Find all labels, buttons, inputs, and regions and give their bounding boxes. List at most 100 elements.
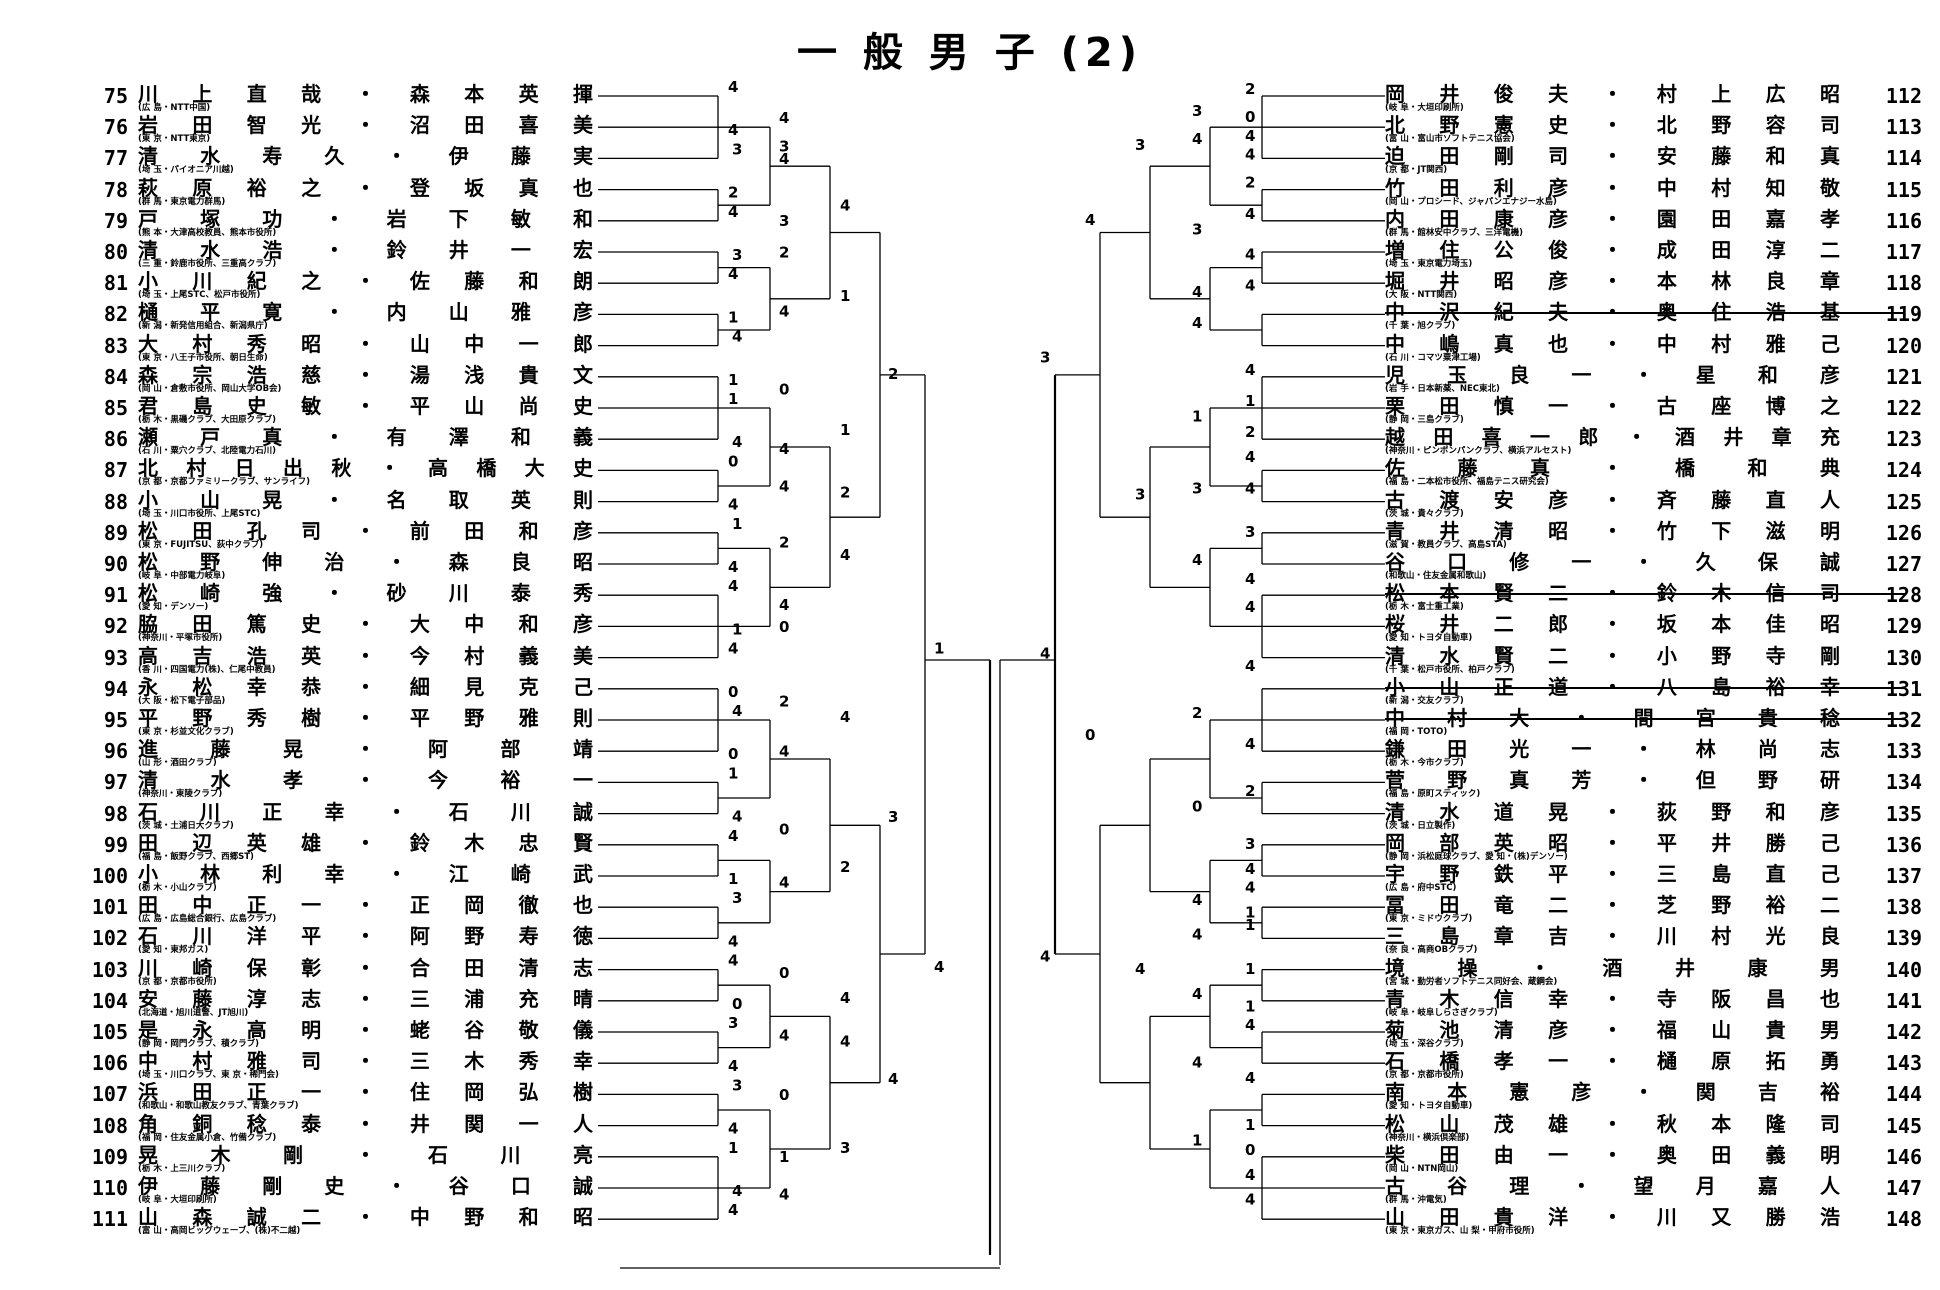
entry-number: 88: [103, 489, 128, 514]
entry-score: 3: [732, 246, 742, 264]
entry-names: 岡部英昭・平井勝己: [1385, 830, 1840, 855]
entry-number: 125: [1885, 489, 1922, 514]
entry-number: 128: [1885, 583, 1922, 608]
entry-names: 松野伸治・森良昭: [138, 550, 593, 574]
round-score: 4: [1245, 1191, 1255, 1209]
round-score: 4: [1245, 277, 1255, 295]
entry-number: 121: [1885, 364, 1922, 389]
round-score: 1: [934, 640, 944, 658]
withdrawn-strike-line: [1385, 718, 1905, 720]
entry-names: 高吉浩英・今村義美: [138, 643, 593, 668]
entry-affiliation: (千 葉・松戸市役所、柏戸クラブ): [1385, 664, 1515, 675]
round-score: 3: [840, 1139, 850, 1157]
entry-score: 4: [728, 265, 738, 283]
round-score: 0: [1245, 108, 1255, 126]
entry-affiliation: (愛 知・トヨタ自動車): [1385, 633, 1473, 644]
entry-score: 4: [728, 78, 738, 96]
entry-number: 85: [103, 396, 128, 420]
round-score: 4: [779, 874, 789, 892]
entry-number: 126: [1885, 520, 1922, 545]
entry-affiliation: (滋 賀・教員クラブ、高島STA): [1385, 539, 1507, 550]
entry-number: 80: [103, 240, 128, 264]
round-score: 4: [1245, 879, 1255, 897]
entry-number: 109: [91, 1144, 128, 1169]
entry-number: 99: [103, 832, 128, 857]
entry-number: 131: [1885, 676, 1922, 701]
entry-number: 104: [91, 988, 128, 1013]
entry-names: 岡井俊夫・村上広昭: [1385, 82, 1840, 106]
round-score: 1: [840, 421, 850, 439]
entry-number: 133: [1885, 739, 1922, 764]
round-score: 4: [779, 743, 789, 761]
entry-affiliation: (東 京・ミドウクラブ): [1385, 914, 1473, 925]
entry-number: 76: [103, 115, 128, 140]
entry-number: 140: [1885, 957, 1922, 982]
entry-affiliation: (群 馬・館林安中クラブ、三洋電機): [1385, 227, 1523, 238]
entry-affiliation: (埼 玉・川口クラブ、東 京・稀門会): [138, 1070, 279, 1081]
round-score: 4: [779, 596, 789, 614]
entry-names: 石川洋平・阿野寿徳: [138, 924, 593, 949]
entry-affiliation: (神奈川・平塚市役所): [138, 633, 223, 644]
round-score: 4: [1192, 891, 1202, 909]
entry-affiliation: (群 馬・沖電気): [1385, 1195, 1447, 1205]
entry-number: 89: [103, 520, 128, 545]
entry-names: 内田康彦・園田嘉孝: [1385, 206, 1840, 231]
round-score: 4: [1245, 479, 1255, 497]
entry-number: 75: [103, 84, 128, 108]
entry-score: 4: [728, 1120, 738, 1138]
entry-number: 118: [1885, 271, 1922, 296]
entry-names: 平野秀樹・平野雅則: [138, 706, 593, 730]
entry-names: 戸塚功・岩下敏和: [138, 206, 593, 231]
round-score: 4: [1192, 283, 1202, 301]
entry-affiliation: (愛 知・東邦ガス): [138, 945, 209, 956]
entry-affiliation: (静 岡・三島クラブ): [1385, 415, 1464, 425]
entry-number: 91: [103, 583, 128, 608]
round-score: 2: [779, 243, 789, 261]
entry-affiliation: (福 岡・住友金属小倉、竹備クラブ): [138, 1132, 277, 1143]
round-score: 3: [779, 212, 789, 230]
entry-names: 清水孝・今裕一: [138, 768, 593, 793]
entry-affiliation: (東 京・NTT東京): [138, 134, 211, 145]
round-score: 1: [1245, 392, 1255, 410]
round-score: 4: [779, 303, 789, 321]
entry-score: 3: [732, 889, 742, 907]
round-score: 2: [840, 858, 850, 876]
entry-names: 清水寿久・伊藤実: [138, 144, 593, 169]
entry-score: 3: [732, 140, 742, 158]
round-score: 4: [1192, 926, 1202, 944]
round-score: 4: [779, 109, 789, 127]
entry-names: 越田喜一郎・酒井章充: [1385, 425, 1840, 450]
round-score: 2: [1245, 782, 1255, 800]
entry-names: 山田貴洋・川又勝浩: [1385, 1205, 1840, 1230]
entry-affiliation: (愛 知・トヨタ自動車): [1385, 1101, 1473, 1112]
round-score: 3: [1245, 835, 1255, 853]
round-score: 3: [888, 808, 898, 826]
entry-names: 境操・酒井康男: [1385, 955, 1840, 980]
entry-score: 3: [728, 1014, 738, 1032]
round-score: 3: [1192, 479, 1202, 497]
entry-affiliation: (香 川・四国電力(株)、仁尾中教員): [138, 664, 276, 675]
round-score: 1: [1245, 960, 1255, 978]
entry-affiliation: (神奈川・東陵クラブ): [138, 789, 223, 800]
withdrawn-strike-line: [1385, 593, 1905, 596]
round-score: 4: [840, 708, 850, 726]
entry-number: 139: [1885, 926, 1922, 951]
